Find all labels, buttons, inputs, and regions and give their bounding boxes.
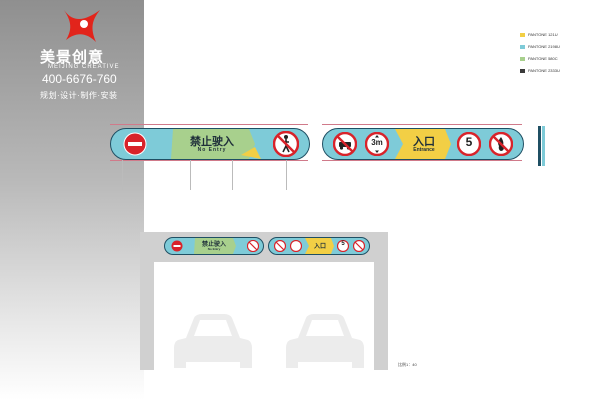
sign-left-title-en: No Entry bbox=[197, 147, 227, 153]
brand-logo-mark bbox=[64, 10, 100, 42]
leader-line bbox=[232, 160, 233, 190]
sign-entrance: 3m 入口 Entrance 5 bbox=[322, 128, 524, 160]
legend-swatch bbox=[520, 56, 525, 61]
gate-sign-left-title-cn: 禁止驶入 bbox=[201, 242, 226, 248]
scale-label: 比例1：40 bbox=[398, 362, 417, 367]
leader-line bbox=[190, 160, 191, 190]
speed-limit-text: 5 bbox=[465, 135, 473, 149]
brand-panel bbox=[0, 0, 144, 400]
yellow-arrow-panel bbox=[395, 129, 451, 159]
leader-line bbox=[122, 160, 123, 190]
sign-no-entry-shapes bbox=[171, 129, 261, 159]
brand-services: 规划·设计·制作·安装 bbox=[40, 91, 118, 100]
brand-name: 美景创意 bbox=[40, 48, 105, 66]
dimension-line bbox=[110, 124, 308, 125]
legend-swatch bbox=[520, 68, 525, 73]
dimension-line bbox=[322, 160, 522, 161]
car-silhouette-left bbox=[174, 314, 252, 368]
no-vehicle-icon bbox=[274, 240, 286, 252]
legend-item: PANTONE 2198U bbox=[520, 44, 600, 49]
height-limit-icon bbox=[290, 240, 302, 252]
legend-label: PANTONE 580C bbox=[528, 56, 558, 61]
no-fire-icon bbox=[489, 132, 513, 156]
legend-item: PANTONE 580C bbox=[520, 56, 600, 61]
speed-limit-icon bbox=[337, 240, 349, 252]
dimension-line bbox=[322, 124, 522, 125]
sign-no-entry: 禁止驶入 No Entry bbox=[110, 128, 310, 160]
car-silhouette-right bbox=[286, 314, 364, 368]
no-vehicle-icon bbox=[333, 132, 357, 156]
no-entry-icon bbox=[123, 132, 147, 156]
sign-right-title-en: Entrance bbox=[413, 147, 435, 153]
brand-name-en: MEIJING CREATIVE bbox=[48, 64, 120, 70]
leader-line bbox=[286, 160, 287, 190]
sign-left-title-cn: 禁止驶入 bbox=[190, 136, 234, 148]
legend-label: PANTONE 2198U bbox=[528, 44, 560, 49]
height-limit-text: 3m bbox=[371, 138, 383, 147]
sign-side-profile bbox=[538, 126, 541, 166]
legend-label: PANTONE 2333U bbox=[528, 68, 560, 73]
sign-side-profile-blue bbox=[542, 126, 545, 166]
gate-speed-limit-text: 5 bbox=[341, 241, 345, 247]
sign-right-title-cn: 入口 bbox=[413, 136, 435, 148]
height-limit-icon bbox=[365, 132, 389, 156]
sign-entrance-shapes bbox=[395, 129, 451, 159]
legend-swatch bbox=[520, 44, 525, 49]
yellow-accent bbox=[241, 147, 261, 159]
gate-sign-no-entry-shapes bbox=[194, 238, 236, 254]
gate-column-right bbox=[374, 262, 388, 370]
legend-label: PANTONE 121U bbox=[528, 32, 558, 37]
gate-sign-right-title-cn: 入口 bbox=[313, 244, 326, 250]
gate-sign-no-entry: 禁止驶入 No Entry bbox=[164, 237, 264, 255]
no-pedestrian-icon bbox=[247, 240, 259, 252]
no-entry-icon bbox=[171, 240, 183, 252]
legend-item: PANTONE 2333U bbox=[520, 68, 600, 73]
brand-phone: 400-6676-760 bbox=[42, 72, 117, 86]
green-arrow-panel bbox=[171, 129, 255, 159]
gate-sign-entrance: 入口 5 bbox=[268, 237, 370, 255]
gate-column-left bbox=[140, 262, 154, 370]
legend-swatch bbox=[520, 32, 525, 37]
speed-limit-icon bbox=[457, 132, 481, 156]
legend-item: PANTONE 121U bbox=[520, 32, 600, 37]
no-fire-icon bbox=[353, 240, 365, 252]
no-pedestrian-icon bbox=[273, 131, 299, 157]
gate-sign-entrance-shapes bbox=[305, 238, 334, 254]
gate-sign-left-title-en: No Entry bbox=[207, 247, 221, 251]
dimension-line bbox=[110, 160, 308, 161]
